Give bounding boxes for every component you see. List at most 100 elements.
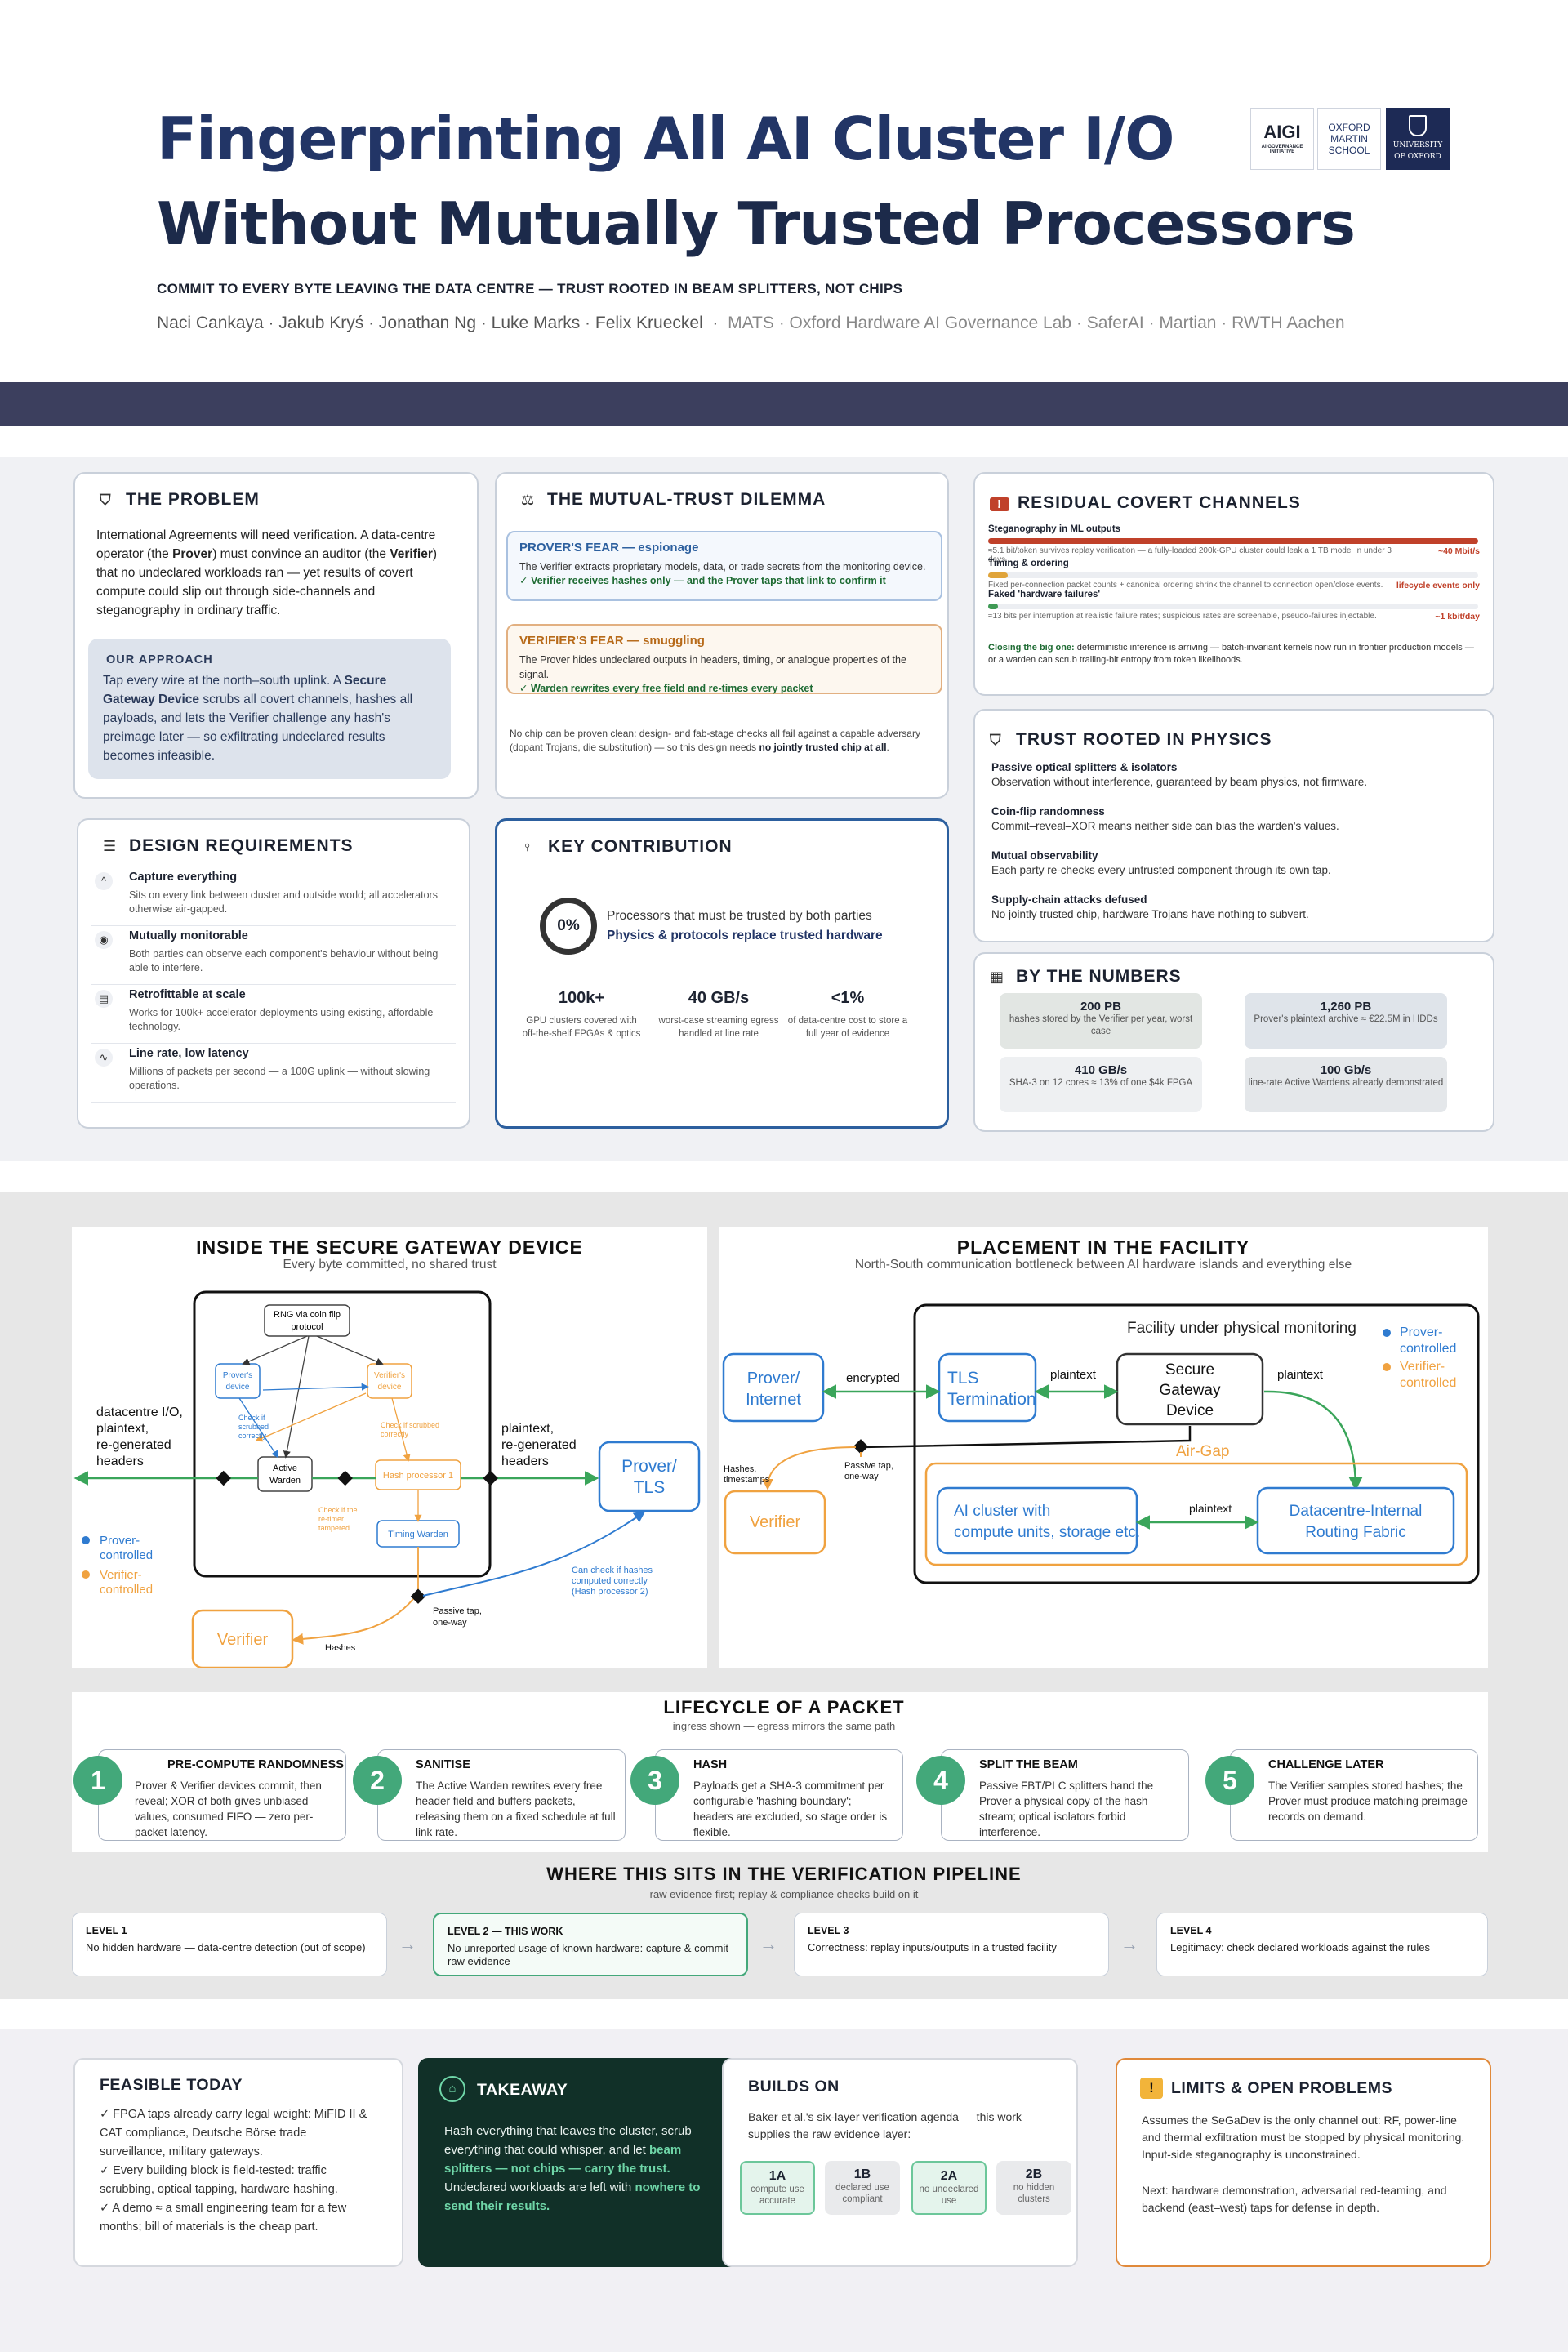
feasible-line: months; bill of materials is the cheap p…	[100, 2221, 318, 2234]
prover-tls-label-2: TLS	[634, 1478, 666, 1497]
oxford-martin-logo: OXFORD MARTIN SCHOOL	[1317, 108, 1381, 170]
placement-passive-2: one-way	[844, 1472, 879, 1481]
placement-legend-verifier-1: Verifier-	[1400, 1360, 1445, 1374]
verifier-fear-fix: ✓ Warden rewrites every free field and r…	[519, 683, 813, 694]
builds-title: BUILDS ON	[748, 2078, 840, 2096]
builds-layer-desc: declared use compliant	[835, 2183, 889, 2204]
lifecycle-subtitle: ingress shown — egress mirrors the same …	[672, 1720, 896, 1732]
limits-p2: Next: hardware demonstration, adversaria…	[1142, 2184, 1447, 2214]
lifecycle-step-number: 5	[1205, 1756, 1254, 1805]
pipeline-level-title: LEVEL 1	[86, 1925, 127, 1936]
gateway-subtitle: Every byte committed, no shared trust	[283, 1258, 497, 1272]
right-label-2: re-generated	[501, 1438, 577, 1452]
placement-verifier-label: Verifier	[750, 1513, 801, 1531]
channel-bar-track	[988, 604, 1478, 609]
lifecycle-step-desc: Prover & Verifier devices commit, then r…	[135, 1780, 322, 1838]
legend-prover-2: controlled	[100, 1548, 153, 1562]
shield-icon: ⛉	[100, 492, 112, 508]
lifecycle-step-title: HASH	[693, 1758, 728, 1771]
lifecycle-step-card: CHALLENGE LATER The Verifier samples stor…	[1230, 1749, 1478, 1841]
lifecycle-step-title: CHALLENGE LATER	[1268, 1758, 1384, 1771]
facility-boundary	[913, 1303, 1480, 1584]
tap-diamond-left	[216, 1470, 231, 1486]
crest-icon	[1409, 115, 1427, 136]
placement-title: PLACEMENT IN THE FACILITY	[956, 1236, 1250, 1258]
requirement-desc: Works for 100k+ accelerator deployments …	[129, 1007, 434, 1032]
air-gap-boundary	[924, 1462, 1468, 1566]
active-warden-label-1: Active	[273, 1463, 297, 1473]
requirements-title: ☰DESIGN REQUIREMENTS	[103, 836, 354, 855]
author-names: Naci Cankaya · Jakub Kryś · Jonathan Ng …	[157, 314, 703, 332]
left-label-1: datacentre I/O,	[96, 1405, 183, 1419]
feasible-lines: ✓ FPGA taps already carry legal weight: …	[100, 2105, 394, 2237]
aigi-logo: AIGI AI GOVERNANCE INITIATIVE	[1250, 108, 1314, 170]
oxford-logo-text: UNIVERSITY OF OXFORD	[1392, 141, 1443, 161]
channel-value: lifecycle events only	[1396, 581, 1480, 590]
venue-label: ICML TAIGR 2026	[1258, 10, 1454, 36]
channel-bar-fill	[988, 572, 1008, 578]
lifecycle-step-desc: The Active Warden rewrites every free he…	[416, 1780, 616, 1838]
sgd-label-3: Device	[1166, 1402, 1214, 1419]
sgd-label-2: Gateway	[1160, 1382, 1221, 1399]
can-check-3: (Hash processor 2)	[572, 1587, 648, 1597]
prover-internet-label-2: Internet	[746, 1391, 801, 1409]
tls-label-2: Termination	[947, 1390, 1036, 1409]
prover-internet-label-1: Prover/	[747, 1370, 800, 1388]
requirement-icon: ^	[95, 872, 113, 890]
prover-internet-box	[722, 1352, 825, 1423]
active-warden-label-2: Warden	[270, 1476, 301, 1486]
gateway-title: INSIDE THE SECURE GATEWAY DEVICE	[196, 1236, 583, 1258]
feasible-line: ✓ A demo ≈ a small engineering team for …	[100, 2202, 347, 2215]
builds-layer-desc: no hidden clusters	[1013, 2183, 1055, 2204]
channel-label: Timing & ordering	[988, 559, 1069, 568]
tls-termination-box	[938, 1352, 1037, 1423]
requirement-icon: ∿	[95, 1049, 113, 1067]
number-tile-value: 410 GB/s	[1074, 1063, 1128, 1077]
physics-card: ⛉TRUST ROOTED IN PHYSICS Passive optical…	[973, 709, 1494, 942]
approach-body: Tap every wire at the north–south uplink…	[103, 674, 413, 763]
problem-card: ⛉THE PROBLEM International Agreements wi…	[74, 472, 479, 799]
requirement-desc: Millions of packets per second — a 100G …	[129, 1066, 430, 1091]
channel-note: Fixed per-connection packet counts + can…	[988, 581, 1383, 590]
verifier-device-label-2: device	[378, 1383, 402, 1392]
requirement-title: Line rate, low latency	[129, 1047, 249, 1060]
facility-label: Facility under physical monitoring	[1127, 1320, 1356, 1337]
contribution-title: ♀KEY CONTRIBUTION	[522, 837, 733, 856]
channel-bar-fill	[988, 604, 998, 609]
physics-title: ⛉TRUST ROOTED IN PHYSICS	[990, 730, 1272, 749]
requirement-desc: Sits on every link between cluster and o…	[129, 889, 438, 915]
check1-line1: Check if	[238, 1414, 265, 1422]
tls-label-1: TLS	[947, 1369, 979, 1388]
feasible-line: surveillance, military gateways.	[100, 2145, 263, 2158]
lifecycle-step-desc: Payloads get a SHA-3 commitment per conf…	[693, 1780, 888, 1838]
contribution-stat-desc: GPU clusters covered with off-the-shelf …	[522, 1016, 641, 1039]
list-icon: ☰	[103, 838, 118, 854]
dilemma-title: ⚖THE MUTUAL-TRUST DILEMMA	[521, 490, 826, 509]
verifier-label: Verifier	[217, 1631, 269, 1649]
check3-line1: Check if the	[318, 1506, 358, 1514]
lifecycle-step-desc: The Verifier samples stored hashes; the …	[1268, 1780, 1468, 1823]
contribution-line1: Processors that must be trusted by both …	[607, 909, 872, 923]
requirement-icon: ▤	[95, 990, 113, 1008]
verifier-fear-desc: The Prover hides undeclared outputs in h…	[519, 654, 906, 680]
channel-value: ~1 kbit/day	[1435, 612, 1480, 621]
hash-processor-label: Hash processor 1	[383, 1471, 453, 1481]
limits-card: ! LIMITS & OPEN PROBLEMS Assumes the SeG…	[1116, 2058, 1491, 2267]
number-tile-value: 100 Gb/s	[1320, 1063, 1372, 1077]
ai-cluster-box	[936, 1486, 1138, 1555]
pipeline-level-desc: Legitimacy: check declared workloads aga…	[1170, 1941, 1430, 1953]
verifier-box	[191, 1609, 294, 1668]
check2-line1: Check if scrubbed	[381, 1421, 439, 1429]
contribution-stat-desc: worst-case streaming egress handled at l…	[658, 1016, 779, 1039]
affiliations: MATS · Oxford Hardware AI Governance Lab…	[728, 314, 1345, 332]
dc-routing-box	[1256, 1486, 1455, 1555]
